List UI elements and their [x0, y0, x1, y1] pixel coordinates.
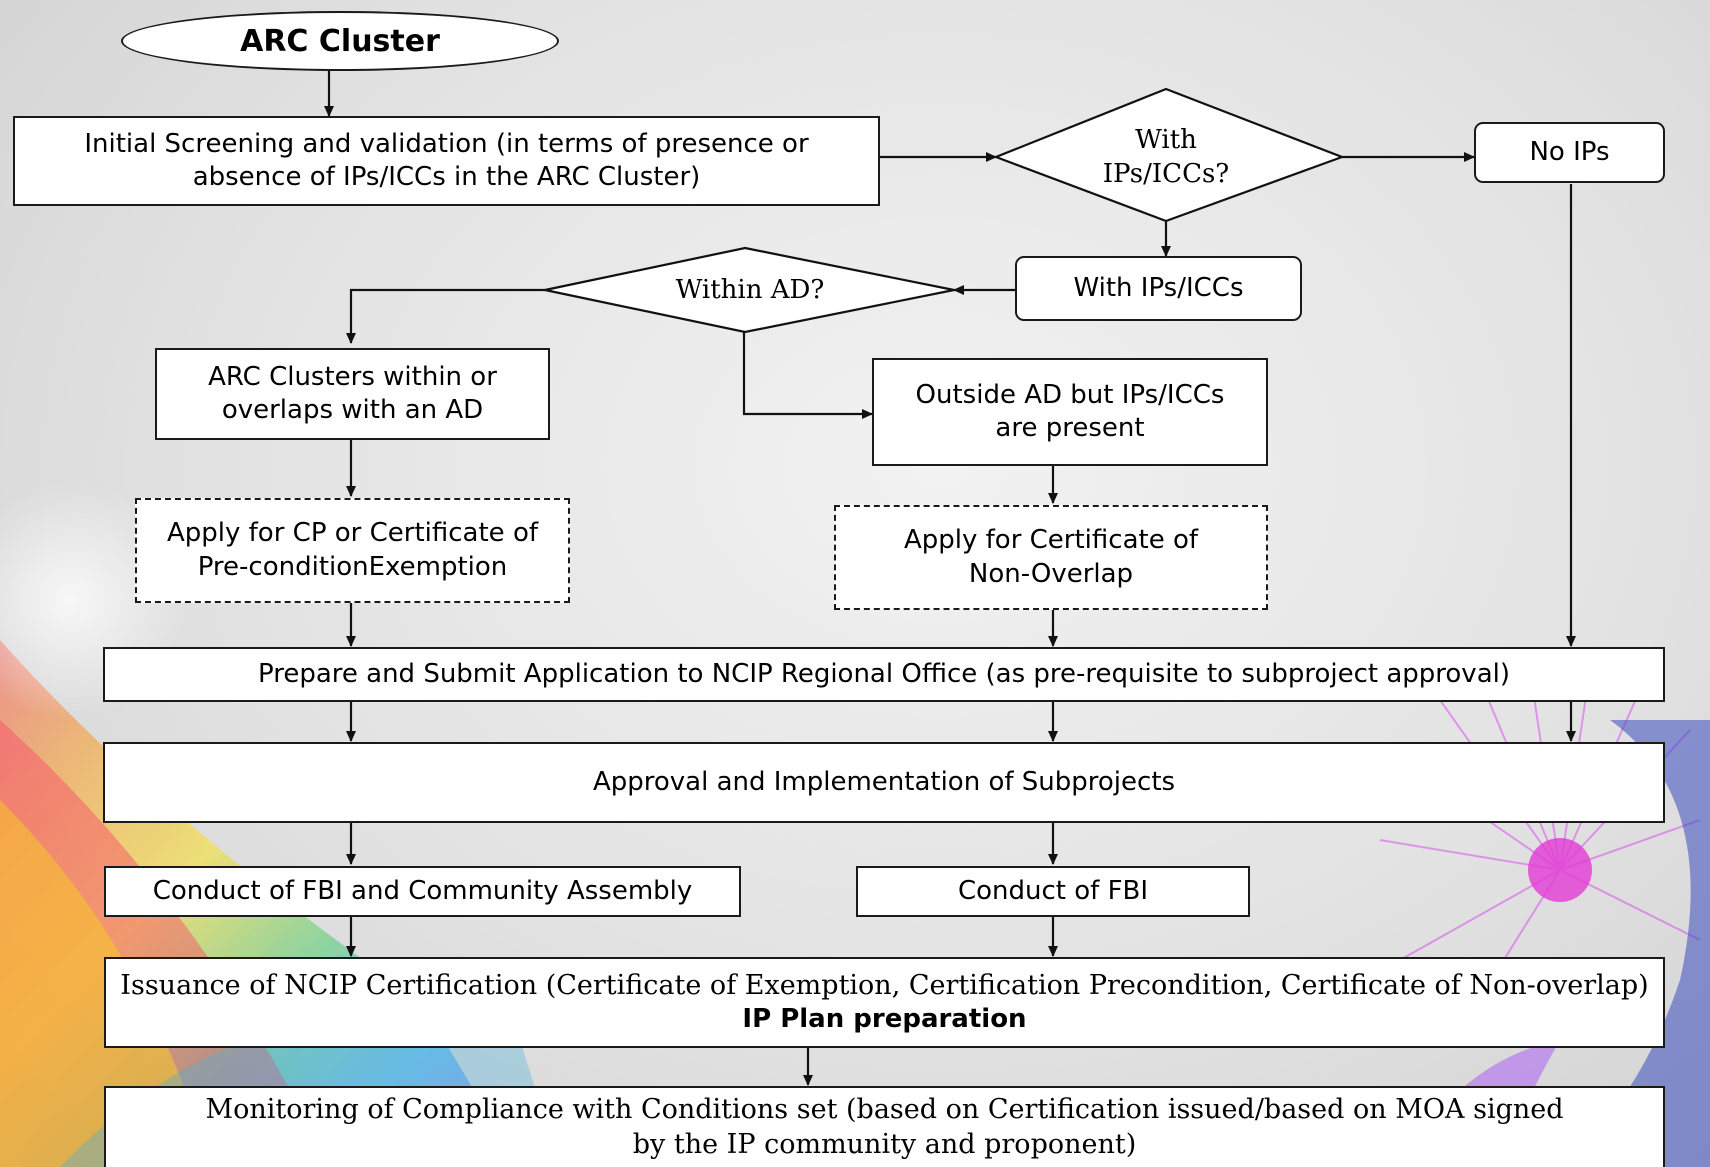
with-ips-node: With IPs/ICCs — [1015, 256, 1302, 321]
outside-ad-node: Outside AD but IPs/ICCs are present — [872, 358, 1268, 466]
apply-non-overlap-node: Apply for Certificate of Non-Overlap — [834, 505, 1268, 610]
apply-cp-node: Apply for CP or Certificate of Pre-condi… — [135, 498, 570, 603]
monitoring-node: Monitoring of Compliance with Conditions… — [104, 1086, 1665, 1167]
ip-plan-text: IP Plan preparation — [742, 1004, 1027, 1035]
connector-withinad-within — [346, 288, 545, 344]
prepare-application-node: Prepare and Submit Application to NCIP R… — [103, 647, 1665, 702]
connector-withinad-outside — [742, 332, 873, 419]
decision-diamond-ad — [544, 246, 955, 334]
fbi-node: Conduct of FBI — [856, 866, 1250, 917]
decision-ad-label: Within AD? — [675, 275, 825, 306]
issuance-node: Issuance of NCIP Certification (Certific… — [104, 957, 1665, 1048]
start-node: ARC Cluster — [121, 11, 559, 71]
no-ips-node: No IPs — [1474, 122, 1665, 183]
approval-node: Approval and Implementation of Subprojec… — [103, 742, 1665, 823]
fbi-assembly-node: Conduct of FBI and Community Assembly — [104, 866, 741, 917]
within-ad-node: ARC Clusters within or overlaps with an … — [155, 348, 550, 440]
screening-step: Initial Screening and validation (in ter… — [13, 116, 880, 206]
issuance-text: Issuance of NCIP Certification (Certific… — [120, 969, 1649, 1001]
decision-ips-label: With IPs/ICCs? — [1102, 125, 1230, 189]
decision-diamond-ips — [992, 87, 1346, 223]
